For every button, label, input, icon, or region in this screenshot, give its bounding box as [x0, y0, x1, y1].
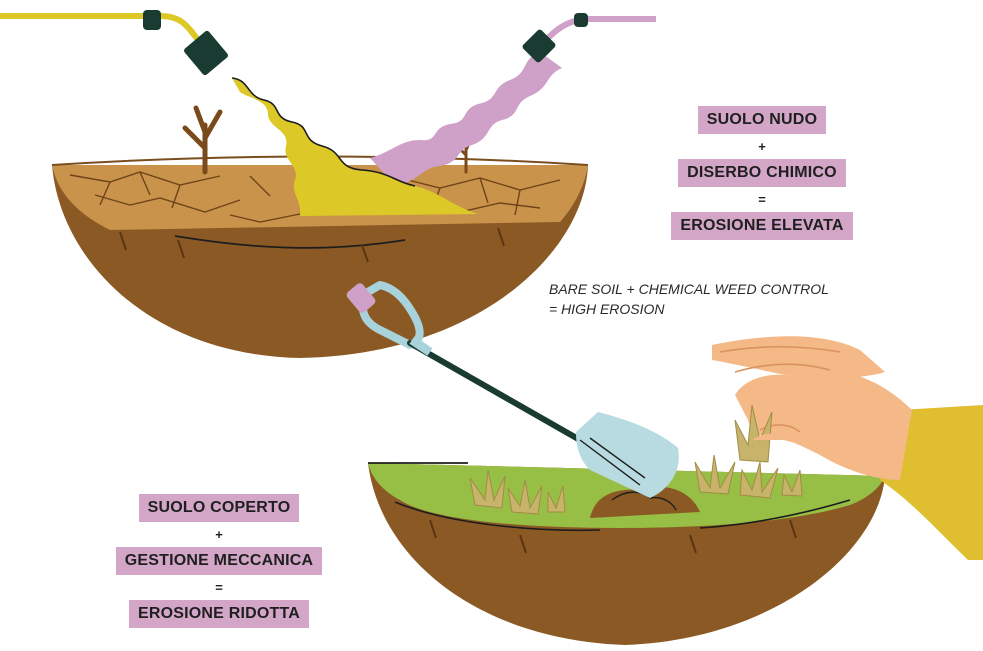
- caption-line-2: = HIGH EROSION: [549, 299, 829, 319]
- label-covered-soil: SUOLO COPERTO: [139, 494, 300, 522]
- plus-sign: +: [215, 522, 223, 547]
- label-reduced-erosion: EROSIONE RIDOTTA: [129, 600, 309, 628]
- english-caption: BARE SOIL + CHEMICAL WEED CONTROL = HIGH…: [549, 279, 829, 319]
- plus-sign: +: [758, 134, 766, 159]
- yellow-hose: [0, 10, 229, 76]
- caption-line-1: BARE SOIL + CHEMICAL WEED CONTROL: [549, 279, 829, 299]
- label-high-erosion: EROSIONE ELEVATA: [671, 212, 852, 240]
- equals-sign: =: [758, 187, 766, 212]
- covered-soil-formula: SUOLO COPERTO + GESTIONE MECCANICA = ERO…: [70, 494, 368, 628]
- label-chemical-weeding: DISERBO CHIMICO: [678, 159, 846, 187]
- label-bare-soil: SUOLO NUDO: [698, 106, 826, 134]
- pink-hose: [521, 13, 656, 64]
- label-mechanical-management: GESTIONE MECCANICA: [116, 547, 323, 575]
- equals-sign: =: [215, 575, 223, 600]
- bare-soil-formula: SUOLO NUDO + DISERBO CHIMICO = EROSIONE …: [646, 106, 878, 240]
